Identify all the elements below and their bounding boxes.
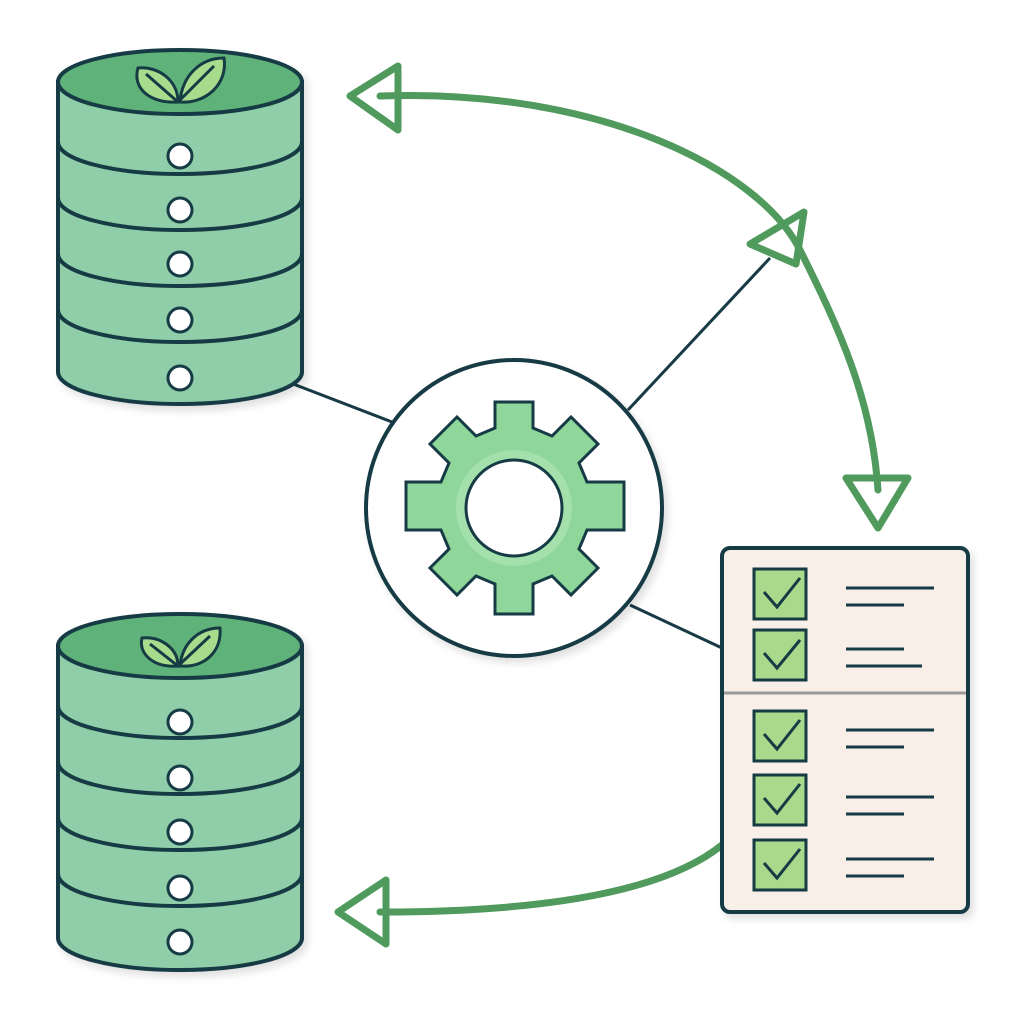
arrowhead-down-right [842,474,912,532]
hub [364,358,664,658]
arrowhead-top-left [346,62,402,134]
arrows [334,62,912,948]
database-band [56,761,304,796]
checkbox-checked [752,709,808,763]
database-band [56,141,304,176]
database-top-cap [56,612,304,680]
database-band [56,253,304,288]
connector-hub-to-checklist [629,603,723,650]
database-top-cap [56,48,304,116]
leaf-icon [135,56,226,105]
database-top [56,48,304,406]
leaf-icon [139,626,222,668]
check-icon [762,639,802,671]
database-band [56,197,304,232]
database-band [56,817,304,852]
checklist-item [752,567,934,621]
checkbox-checked [752,567,808,621]
database-bottom [56,612,304,972]
database-indicators [166,708,194,956]
checklist-item [752,773,934,827]
checklist-document [720,546,970,914]
checklist-items [752,567,934,892]
database-band [56,873,304,908]
checklist-item [752,709,934,763]
database-band [56,309,304,344]
checklist-item [752,628,922,682]
database-indicators [166,142,194,392]
check-icon [762,577,802,610]
check-icon [762,848,802,881]
checkbox-checked [752,838,808,892]
checklist-item [752,838,934,892]
database-body [56,644,304,972]
connector-hub-to-arrowhead [626,256,772,412]
arrow-bottom-curve [376,841,726,916]
gear-icon [404,400,626,616]
arrowhead-bottom-left [334,876,390,948]
connector-db-top-to-hub [287,380,393,424]
connector-lines [287,256,772,650]
check-icon [762,783,802,816]
arrow-top-arc [376,91,882,494]
checkbox-checked [752,773,808,827]
check-icon [762,719,802,752]
database-band [56,705,304,740]
arrowhead-mid [746,208,808,268]
database-body [56,80,304,406]
checkbox-checked [752,628,808,682]
